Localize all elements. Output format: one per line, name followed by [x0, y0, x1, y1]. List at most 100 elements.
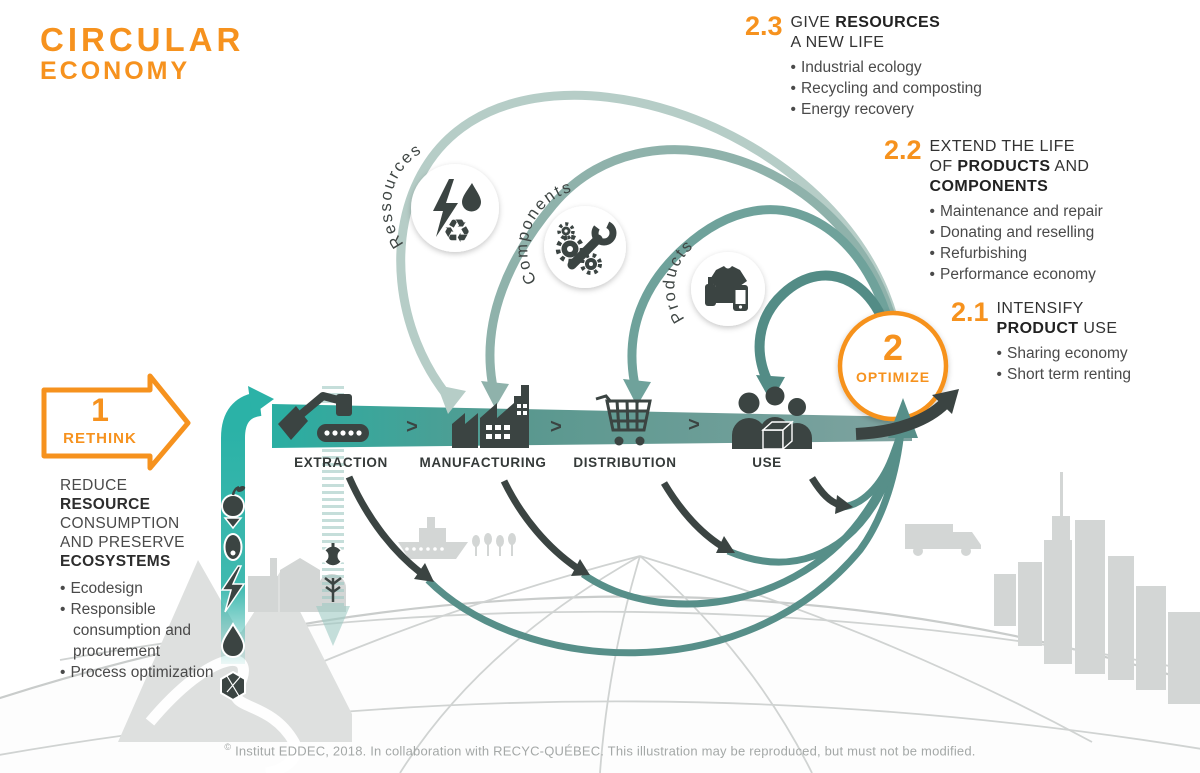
products-loop-arrowhead — [623, 379, 651, 406]
reduce-line3: CONSUMPTION — [60, 515, 180, 532]
section-2-1-heading: INTENSIFY — [996, 300, 1084, 317]
rethink-arrow-shape — [41, 373, 191, 471]
resources-loop-arc — [396, 90, 904, 401]
section-2-2-number: 2.2 — [884, 135, 922, 165]
components-circle: Components — [513, 178, 626, 288]
rethink-description: REDUCE RESOURCE CONSUMPTION AND PRESERVE… — [60, 476, 232, 683]
bullet-marker: • — [929, 224, 935, 241]
chevron-separator-icon: > — [688, 414, 700, 436]
smartphone-icon — [733, 285, 748, 311]
users-icon — [732, 386, 812, 451]
step-2-number: 2 — [882, 327, 904, 368]
section-2-2-heading-line3: COMPONENTS — [930, 177, 1103, 197]
bullet-text: Industrial ecology — [800, 59, 922, 76]
section-2-1-bullets: •Sharing economy •Short term renting — [997, 343, 1132, 385]
copyright-text: Institut EDDEC, 2018. In collaboration w… — [235, 743, 976, 759]
bullet-text: Refurbishing — [939, 245, 1028, 262]
heading-text: USE — [1078, 320, 1118, 337]
bullet-marker: • — [929, 266, 935, 283]
manufacturing-return-arc — [580, 421, 906, 608]
apple-icon — [221, 485, 246, 518]
extraction-drop-arrow — [345, 475, 424, 576]
step-1-number: 1 — [91, 392, 109, 428]
bullet-marker: • — [929, 245, 935, 262]
bullet-marker: • — [929, 203, 935, 220]
bullet-item: •Process optimization — [60, 662, 232, 683]
mineral-icon — [220, 670, 246, 702]
bullet-item: •Refurbishing — [930, 243, 1103, 264]
section-2-2-bullets: •Maintenance and repair •Donating and re… — [930, 201, 1103, 285]
bullet-text: Recycling and composting — [800, 80, 982, 97]
section-2-2: 2.2 EXTEND THE LIFE OF PRODUCTS AND COMP… — [884, 137, 1103, 285]
section-2-2-heading-line2: OF PRODUCTS AND — [930, 157, 1103, 177]
heading-bold: PRODUCT — [996, 320, 1079, 337]
section-2-1-number: 2.1 — [951, 297, 989, 327]
bullet-text: Maintenance and repair — [939, 203, 1103, 220]
bullet-text: Energy recovery — [800, 101, 914, 118]
bullet-item: •Energy recovery — [791, 99, 982, 120]
manufacturing-drop-arrow — [500, 479, 579, 571]
band-icons: > > > — [278, 385, 812, 451]
logo-title: CIRCULAR ECONOMY — [40, 22, 244, 85]
shopping-cart-icon — [595, 394, 652, 446]
section-2-3-number: 2.3 — [745, 11, 783, 41]
reduce-line5: ECOSYSTEMS — [60, 553, 171, 570]
bullet-item: •Donating and reselling — [930, 222, 1103, 243]
section-2-2-heading: EXTEND THE LIFE — [929, 138, 1075, 155]
stage-label-distribution: DISTRIBUTION — [573, 455, 677, 470]
heading-bold: PRODUCTS — [957, 158, 1051, 175]
section-2-3: 2.3 GIVE RESOURCES A NEW LIFE •Industria… — [745, 13, 982, 120]
bullet-marker: • — [60, 664, 66, 681]
bullet-text: Process optimization — [70, 664, 214, 681]
lightning-icon — [433, 179, 458, 237]
title-line1: CIRCULAR — [40, 21, 245, 58]
optimize-circle — [837, 310, 949, 422]
apple-core-icon — [315, 543, 351, 567]
rethink-bullets: •Ecodesign •Responsible consumption and … — [60, 578, 232, 683]
sprout-icon — [324, 577, 342, 602]
step-2-label: OPTIMIZE — [855, 369, 931, 385]
factory-icon — [452, 385, 529, 448]
copyright-symbol: © — [224, 742, 232, 752]
linear-flow-band — [272, 404, 912, 448]
stage-label-manufacturing: MANUFACTURING — [419, 455, 547, 470]
stage-label-extraction: EXTRACTION — [294, 455, 388, 470]
distribution-drop-arrow — [660, 481, 725, 550]
truck-silhouette — [905, 524, 981, 556]
reduce-line1: REDUCE — [60, 477, 128, 494]
bullet-text: Donating and reselling — [939, 224, 1095, 241]
section-2-1: 2.1 INTENSIFY PRODUCT USE •Sharing econo… — [951, 299, 1131, 385]
reduce-line4: AND PRESERVE — [60, 534, 185, 551]
copyright-notice: © Institut EDDEC, 2018. In collaboration… — [0, 742, 1200, 758]
bullet-item: •Short term renting — [997, 364, 1132, 385]
section-2-1-heading-line2: PRODUCT USE — [997, 319, 1132, 339]
water-drop-icon — [220, 622, 246, 658]
bullet-text: Short term renting — [1006, 366, 1132, 383]
bullet-marker: • — [790, 80, 796, 97]
bullet-item: •Maintenance and repair — [930, 201, 1103, 222]
bullet-marker: • — [996, 366, 1002, 383]
bullet-marker: • — [790, 59, 796, 76]
bullet-text: Sharing economy — [1006, 345, 1128, 362]
trees-silhouette — [472, 533, 516, 556]
bullet-text: Responsible consumption and procurement — [70, 601, 192, 660]
stage-label-use: USE — [752, 455, 782, 470]
bullet-item: •Industrial ecology — [791, 57, 982, 78]
heading-text: AND — [1050, 158, 1090, 175]
use-loop-arc — [754, 270, 899, 389]
bullet-text: Ecodesign — [70, 580, 143, 597]
resource-input-arrow — [220, 386, 274, 702]
bottle-icon — [705, 277, 716, 306]
resources-loop-arrowhead — [437, 385, 466, 414]
use-drop-arrow — [809, 476, 842, 509]
chevron-separator-icon: > — [550, 416, 562, 438]
components-loop-arc — [485, 145, 904, 393]
bullet-item: •Responsible consumption and procurement — [60, 599, 232, 662]
bullet-marker: • — [60, 601, 66, 618]
bullet-item: •Sharing economy — [997, 343, 1132, 364]
bullet-marker: • — [996, 345, 1002, 362]
products-circle: Products — [660, 236, 765, 326]
right-city-silhouette — [994, 472, 1200, 704]
